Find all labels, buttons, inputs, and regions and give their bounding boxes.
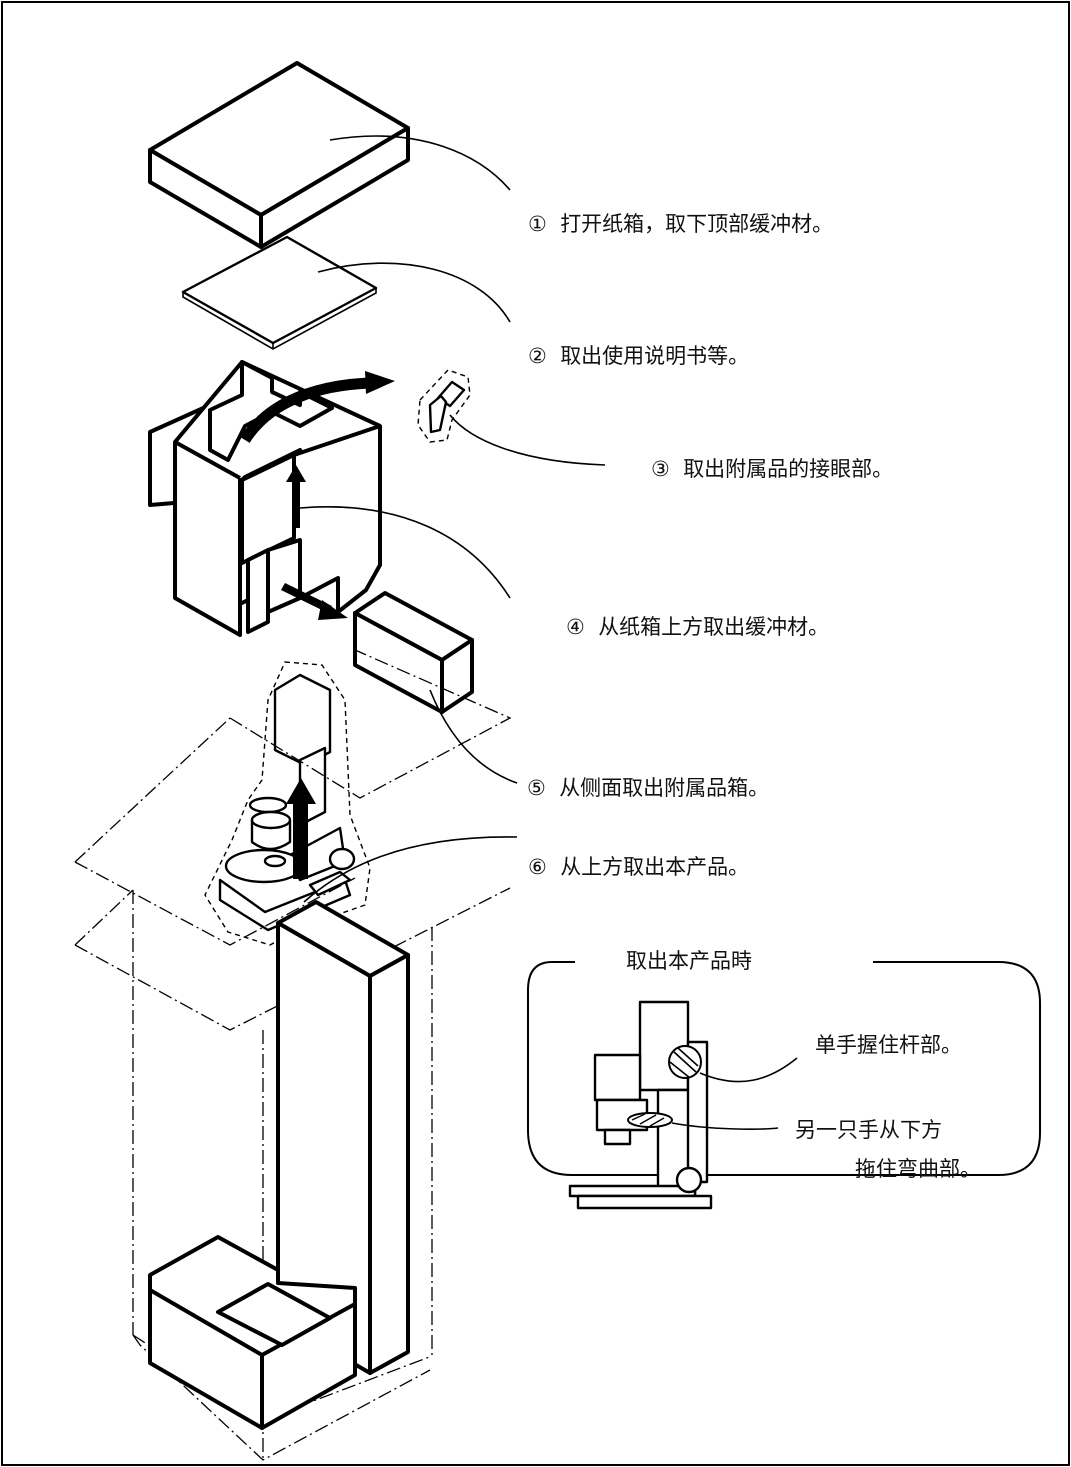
eyepiece-part (417, 369, 471, 443)
step-1-label: ① 打开纸箱，取下顶部缓冲材。 (528, 211, 833, 237)
arrow-right-box (281, 583, 348, 620)
step-1-number: ① (528, 212, 547, 236)
inset-title: 取出本产品時 (626, 949, 752, 973)
step-3-number: ③ (651, 457, 670, 481)
step-2-number: ② (528, 344, 547, 368)
step-2-label: ② 取出使用说明书等。 (528, 343, 749, 369)
arrow-up-cushion (286, 465, 306, 528)
step-6-text: 从上方取出本产品。 (560, 855, 750, 879)
manual-booklet (181, 235, 378, 350)
inset-note-support-line2: 拖住弯曲部。 (855, 1157, 981, 1181)
step-3-text: 取出附属品的接眼部。 (683, 457, 894, 481)
inset-note-grip-rod: 单手握住杆部。 (815, 1033, 962, 1057)
accessory-box (353, 591, 474, 714)
step-4-number: ④ (566, 615, 585, 639)
arrow-curved-right (240, 371, 395, 444)
step-5-number: ⑤ (527, 776, 546, 800)
inset-note-support-line1: 另一只手从下方 (795, 1118, 942, 1142)
step-6-label: ⑥ 从上方取出本产品。 (528, 854, 749, 880)
step-6-number: ⑥ (528, 855, 547, 879)
step-1-text: 打开纸箱，取下顶部缓冲材。 (560, 212, 834, 236)
inset-panel (527, 961, 1041, 1210)
leader-lines (299, 135, 606, 903)
step-3-label: ③ 取出附属品的接眼部。 (651, 456, 893, 482)
top-cushion (148, 61, 410, 249)
inset-microscope (568, 1000, 713, 1210)
side-cushion (148, 360, 382, 637)
step-4-text: 从纸箱上方取出缓冲材。 (598, 615, 830, 639)
step-5-text: 从侧面取出附属品箱。 (559, 776, 770, 800)
step-4-label: ④ 从纸箱上方取出缓冲材。 (566, 614, 829, 640)
step-2-text: 取出使用说明书等。 (560, 344, 750, 368)
bottom-cushion (148, 900, 410, 1430)
step-5-label: ⑤ 从侧面取出附属品箱。 (527, 775, 769, 801)
arrow-up-product (286, 778, 316, 879)
